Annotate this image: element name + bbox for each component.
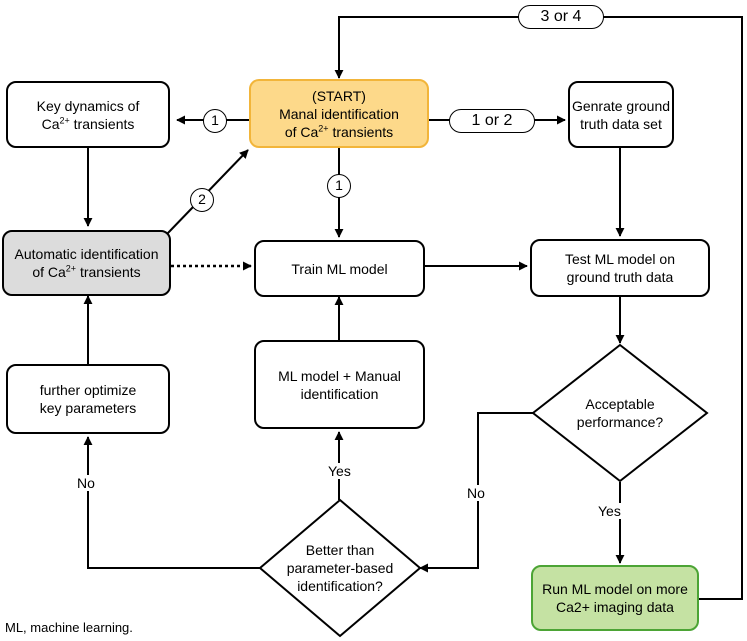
key-dynamics-line2-post: transients (69, 115, 135, 132)
start-line3-post: transients (328, 123, 394, 140)
test-ml-node: Test ML model on ground truth data (530, 239, 710, 297)
test-line1: Test ML model on (565, 251, 675, 267)
automatic-line2-post: transients (76, 264, 141, 280)
better-decision-label: Better than parameter-based identificati… (275, 541, 405, 595)
circle-1-left-label: 1 (203, 109, 227, 133)
key-dynamics-line1: Key dynamics of (36, 97, 140, 114)
further-optimize-line1: further optimize (39, 382, 137, 398)
acceptable-line1: Acceptable (585, 396, 655, 412)
automatic-line2-sup: 2+ (65, 263, 77, 274)
start-line3-sup: 2+ (318, 122, 329, 133)
run-line2: Ca2+ imaging data (556, 599, 674, 615)
edge-better-to-further-optimize (83, 436, 260, 569)
start-node: (START) Manal identification of Ca2+ tra… (249, 79, 429, 148)
automatic-line2-pre: of Ca (32, 264, 66, 280)
train-ml-node: Train ML model (254, 240, 425, 297)
automatic-line1: Automatic identification (14, 246, 159, 262)
circle-1-down-label: 1 (327, 174, 351, 198)
start-line1: (START) (312, 87, 366, 104)
better-diamond-shape (258, 498, 422, 638)
better-line3: identification? (297, 578, 383, 594)
better-line1: Better than (305, 542, 375, 558)
pill-1-or-2-label: 1 or 2 (449, 109, 535, 133)
acceptable-decision-label: Acceptable performance? (560, 395, 680, 431)
acceptable-line2: performance? (576, 414, 664, 430)
start-line3-pre: of Ca (284, 123, 319, 140)
test-line2: ground truth data (566, 269, 674, 285)
key-dynamics-node: Key dynamics of Ca2+ transients (6, 81, 170, 148)
yes-better-label: Yes (326, 463, 353, 479)
edge-run-to-start-loop (334, 16, 743, 600)
ml-manual-line2: identification (300, 385, 379, 402)
circle-2-label: 2 (190, 188, 214, 212)
better-line2: parameter-based (286, 560, 394, 576)
ml-manual-node: ML model + Manual identification (254, 340, 425, 429)
key-dynamics-line2-pre: Ca (41, 115, 60, 132)
further-optimize-line2: key parameters (39, 400, 137, 416)
ground-truth-line1: Genrate ground (571, 97, 671, 114)
key-dynamics-line2-sup: 2+ (59, 114, 70, 125)
train-line1: Train ML model (291, 260, 388, 277)
run-line1: Run ML model on more (542, 581, 688, 597)
ground-truth-line2: truth data set (580, 115, 662, 132)
no-acceptable-label: No (465, 485, 487, 501)
run-ml-node: Run ML model on more Ca2+ imaging data (531, 565, 699, 631)
ground-truth-node: Genrate ground truth data set (568, 81, 674, 148)
footnote: ML, machine learning. (5, 620, 133, 635)
yes-acceptable-label: Yes (596, 503, 623, 519)
no-better-label: No (75, 475, 97, 491)
ml-manual-line1: ML model + Manual (278, 367, 401, 384)
pill-3-or-4-label: 3 or 4 (518, 5, 604, 29)
further-optimize-node: further optimize key parameters (6, 364, 170, 434)
automatic-identification-node: Automatic identification of Ca2+ transie… (2, 230, 171, 296)
acceptable-diamond-shape (531, 343, 709, 483)
start-line2: Manal identification (279, 105, 399, 122)
